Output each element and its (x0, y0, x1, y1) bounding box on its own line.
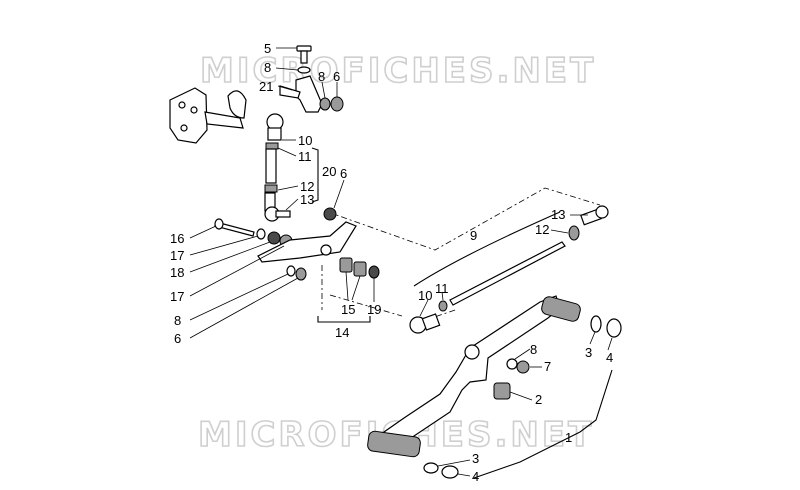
nut-12-upper (264, 184, 278, 193)
callout-8: 8 (264, 60, 271, 75)
washer-8-top (297, 66, 311, 74)
bushing-2 (493, 382, 511, 400)
callout-8: 8 (318, 69, 325, 84)
brace-14 (317, 316, 371, 323)
callout-11: 11 (435, 281, 449, 296)
ball-joint-10-lower (409, 313, 441, 334)
nut-11-upper (265, 142, 279, 150)
callout-6: 6 (174, 331, 181, 346)
callout-10: 10 (298, 133, 312, 148)
bushings-15 (339, 257, 367, 277)
watermark-top: MICROFICHES.NET (200, 51, 596, 91)
callout-14: 14 (335, 325, 349, 340)
callout-labels: 5 8 21 8 6 10 11 20 12 13 6 16 17 18 17 … (170, 41, 613, 484)
nut-7 (516, 360, 530, 374)
callout-3: 3 (585, 345, 592, 360)
callout-4: 4 (472, 469, 479, 484)
brace-20 (311, 147, 319, 203)
cap-4-upper (606, 318, 622, 338)
callout-12: 12 (535, 222, 549, 237)
callout-17: 17 (170, 248, 184, 263)
cap-4-lower (441, 465, 459, 479)
bolt-5 (296, 45, 312, 64)
shift-arm-21-link (279, 85, 301, 99)
nut-6-lower (295, 267, 307, 281)
gearbox-housing (169, 87, 247, 144)
nut-6-mid (323, 207, 337, 221)
rod-upper (265, 148, 277, 184)
callout-19: 19 (367, 302, 381, 317)
ball-joint-upper-10 (266, 113, 284, 141)
bolt-16 (214, 218, 255, 237)
callout-1: 1 (565, 430, 572, 445)
callout-13: 13 (551, 207, 565, 222)
callout-3: 3 (472, 451, 479, 466)
callout-15: 15 (341, 302, 355, 317)
callout-6: 6 (340, 166, 347, 181)
brace-1 (473, 369, 613, 479)
gear-pedal-1 (367, 295, 581, 458)
callout-12: 12 (300, 179, 314, 194)
callout-8: 8 (530, 342, 537, 357)
callout-7: 7 (544, 359, 551, 374)
circlip-3-lower (423, 462, 439, 474)
shift-rod-9 (449, 241, 566, 306)
washer-8-right (319, 97, 331, 111)
callout-20: 20 (322, 164, 336, 179)
gear-lever-arm (257, 221, 357, 263)
nut-11-lower (438, 300, 448, 312)
callout-17: 17 (170, 289, 184, 304)
callout-11: 11 (298, 149, 312, 164)
circlip-3-upper (590, 315, 602, 333)
ball-joint-lower-13 (264, 192, 291, 222)
callout-5: 5 (264, 41, 271, 56)
bushing-18 (267, 231, 281, 245)
callout-16: 16 (170, 231, 184, 246)
callout-2: 2 (535, 392, 542, 407)
brace-9 (413, 211, 561, 287)
washer-8-lower (286, 265, 296, 277)
callout-13: 13 (300, 192, 314, 207)
lever-pivot (320, 244, 332, 256)
washer-17-upper (256, 228, 266, 240)
leader-lines (189, 47, 613, 477)
nut-12-right (568, 225, 580, 241)
callout-10: 10 (418, 288, 432, 303)
ball-joint-13-right (580, 205, 609, 226)
callout-21: 21 (259, 79, 273, 94)
washer-19 (368, 265, 380, 279)
callout-6: 6 (333, 69, 340, 84)
nut-6-top (330, 96, 344, 112)
callout-8: 8 (174, 313, 181, 328)
callout-18: 18 (170, 265, 184, 280)
callout-9: 9 (470, 228, 477, 243)
washer-8-pedal (506, 358, 518, 370)
callout-4: 4 (606, 350, 613, 365)
